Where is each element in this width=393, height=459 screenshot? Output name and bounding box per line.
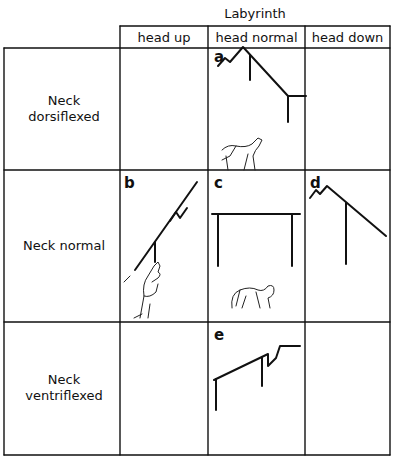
table-rule xyxy=(4,47,390,48)
table-rule xyxy=(119,26,120,455)
table-rule xyxy=(4,169,390,170)
column-heading: head down xyxy=(305,30,390,46)
posture-leg xyxy=(217,214,219,266)
column-heading: head up xyxy=(120,30,208,46)
panel-letter: d xyxy=(310,174,324,192)
posture-figure xyxy=(212,213,300,215)
table-rule xyxy=(3,48,4,455)
posture-leg xyxy=(261,357,263,386)
row-heading: Neck normal xyxy=(14,238,114,254)
column-heading: head normal xyxy=(208,30,305,46)
panel-letter: c xyxy=(214,174,228,192)
column-group-heading: Labyrinth xyxy=(120,6,390,22)
table-rule xyxy=(207,26,208,455)
posture-figure xyxy=(214,346,300,380)
row-heading: Neck dorsiflexed xyxy=(14,93,114,124)
panel-letter: b xyxy=(124,174,138,192)
row-heading: Neck ventriflexed xyxy=(14,372,114,403)
posture-leg xyxy=(291,214,293,266)
horse-sketch xyxy=(222,138,262,170)
table-rule xyxy=(4,454,390,455)
posture-leg xyxy=(154,242,156,262)
posture-leg xyxy=(345,203,347,264)
table-rule xyxy=(389,26,390,455)
table-rule xyxy=(304,26,305,455)
posture-figure xyxy=(310,186,386,236)
posture-figure xyxy=(135,182,197,270)
posture-leg xyxy=(215,379,217,410)
monkey-sketch xyxy=(232,286,274,309)
posture-head xyxy=(170,208,187,221)
posture-leg xyxy=(249,55,251,80)
horse-sketch xyxy=(124,262,160,318)
posture-leg xyxy=(287,96,289,122)
table-rule xyxy=(4,321,390,322)
posture-figure xyxy=(218,47,306,96)
panel-letter: e xyxy=(214,326,228,344)
table-rule xyxy=(120,25,390,26)
panel-letter: a xyxy=(214,48,228,66)
